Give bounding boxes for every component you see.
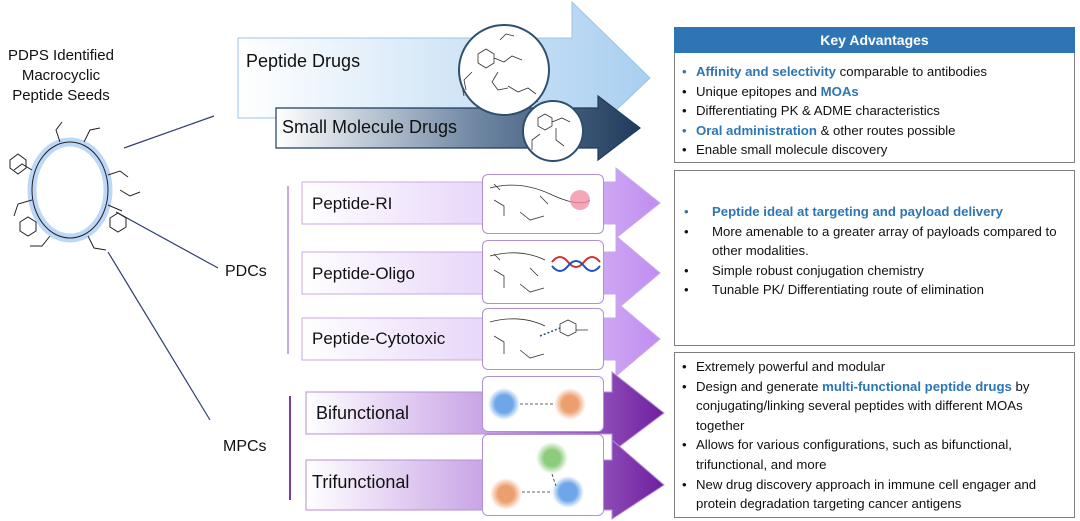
macrocycle-structure [9,121,141,251]
advantage-item: Enable small molecule discovery [676,140,1072,160]
peptide-oligo-label: Peptide-Oligo [312,264,416,283]
peptide-ri-label: Peptide-RI [312,194,393,213]
peptide-oligo-structure [482,240,604,304]
trifunctional-label: Trifunctional [312,472,410,492]
pdc-point: Tunable PK/ Differentiating route of eli… [678,280,1070,300]
small-molecule-drugs-label: Small Molecule Drugs [282,117,458,137]
advantage-item: Unique epitopes and MOAs [676,82,1072,102]
peptide-drug-structure-circle [458,24,550,116]
peptide-cytotoxic-structure [482,308,604,370]
pdc-point: More amenable to a greater array of payl… [678,222,1070,261]
seed-title: PDPS Identified Macrocyclic Peptide Seed… [0,46,122,106]
peptide-drugs-label: Peptide Drugs [246,51,361,71]
seed-title-line-1: PDPS Identified [8,47,114,64]
mpc-point: Design and generate multi-functional pep… [676,377,1072,436]
pdcs-label: PDCs [225,263,267,280]
mpcs-label: MPCs [223,438,267,455]
key-advantages-list: Affinity and selectivity comparable to a… [676,62,1072,160]
mpc-point: Allows for various configurations, such … [676,435,1072,474]
pdc-point: Peptide ideal at targeting and payload d… [678,202,1070,222]
advantage-item: Differentiating PK & ADME characteristic… [676,101,1072,121]
pdc-point: Simple robust conjugation chemistry [678,261,1070,281]
mpc-advantages-list: Extremely powerful and modular Design an… [676,357,1072,514]
key-advantages-title: Key Advantages [674,27,1075,53]
bifunctional-label: Bifunctional [316,403,410,423]
seed-title-line-2: Macrocyclic [21,67,101,84]
mpc-point: Extremely powerful and modular [676,357,1072,377]
small-molecule-structure-circle [522,100,584,162]
advantage-item: Affinity and selectivity comparable to a… [676,62,1072,82]
seed-title-line-3: Peptide Seeds [12,87,110,104]
mpc-point: New drug discovery approach in immune ce… [676,475,1072,514]
pdc-advantages-list: Peptide ideal at targeting and payload d… [678,202,1070,300]
peptide-cytotoxic-label: Peptide-Cytotoxic [312,329,446,348]
advantage-item: Oral administration & other routes possi… [676,121,1072,141]
